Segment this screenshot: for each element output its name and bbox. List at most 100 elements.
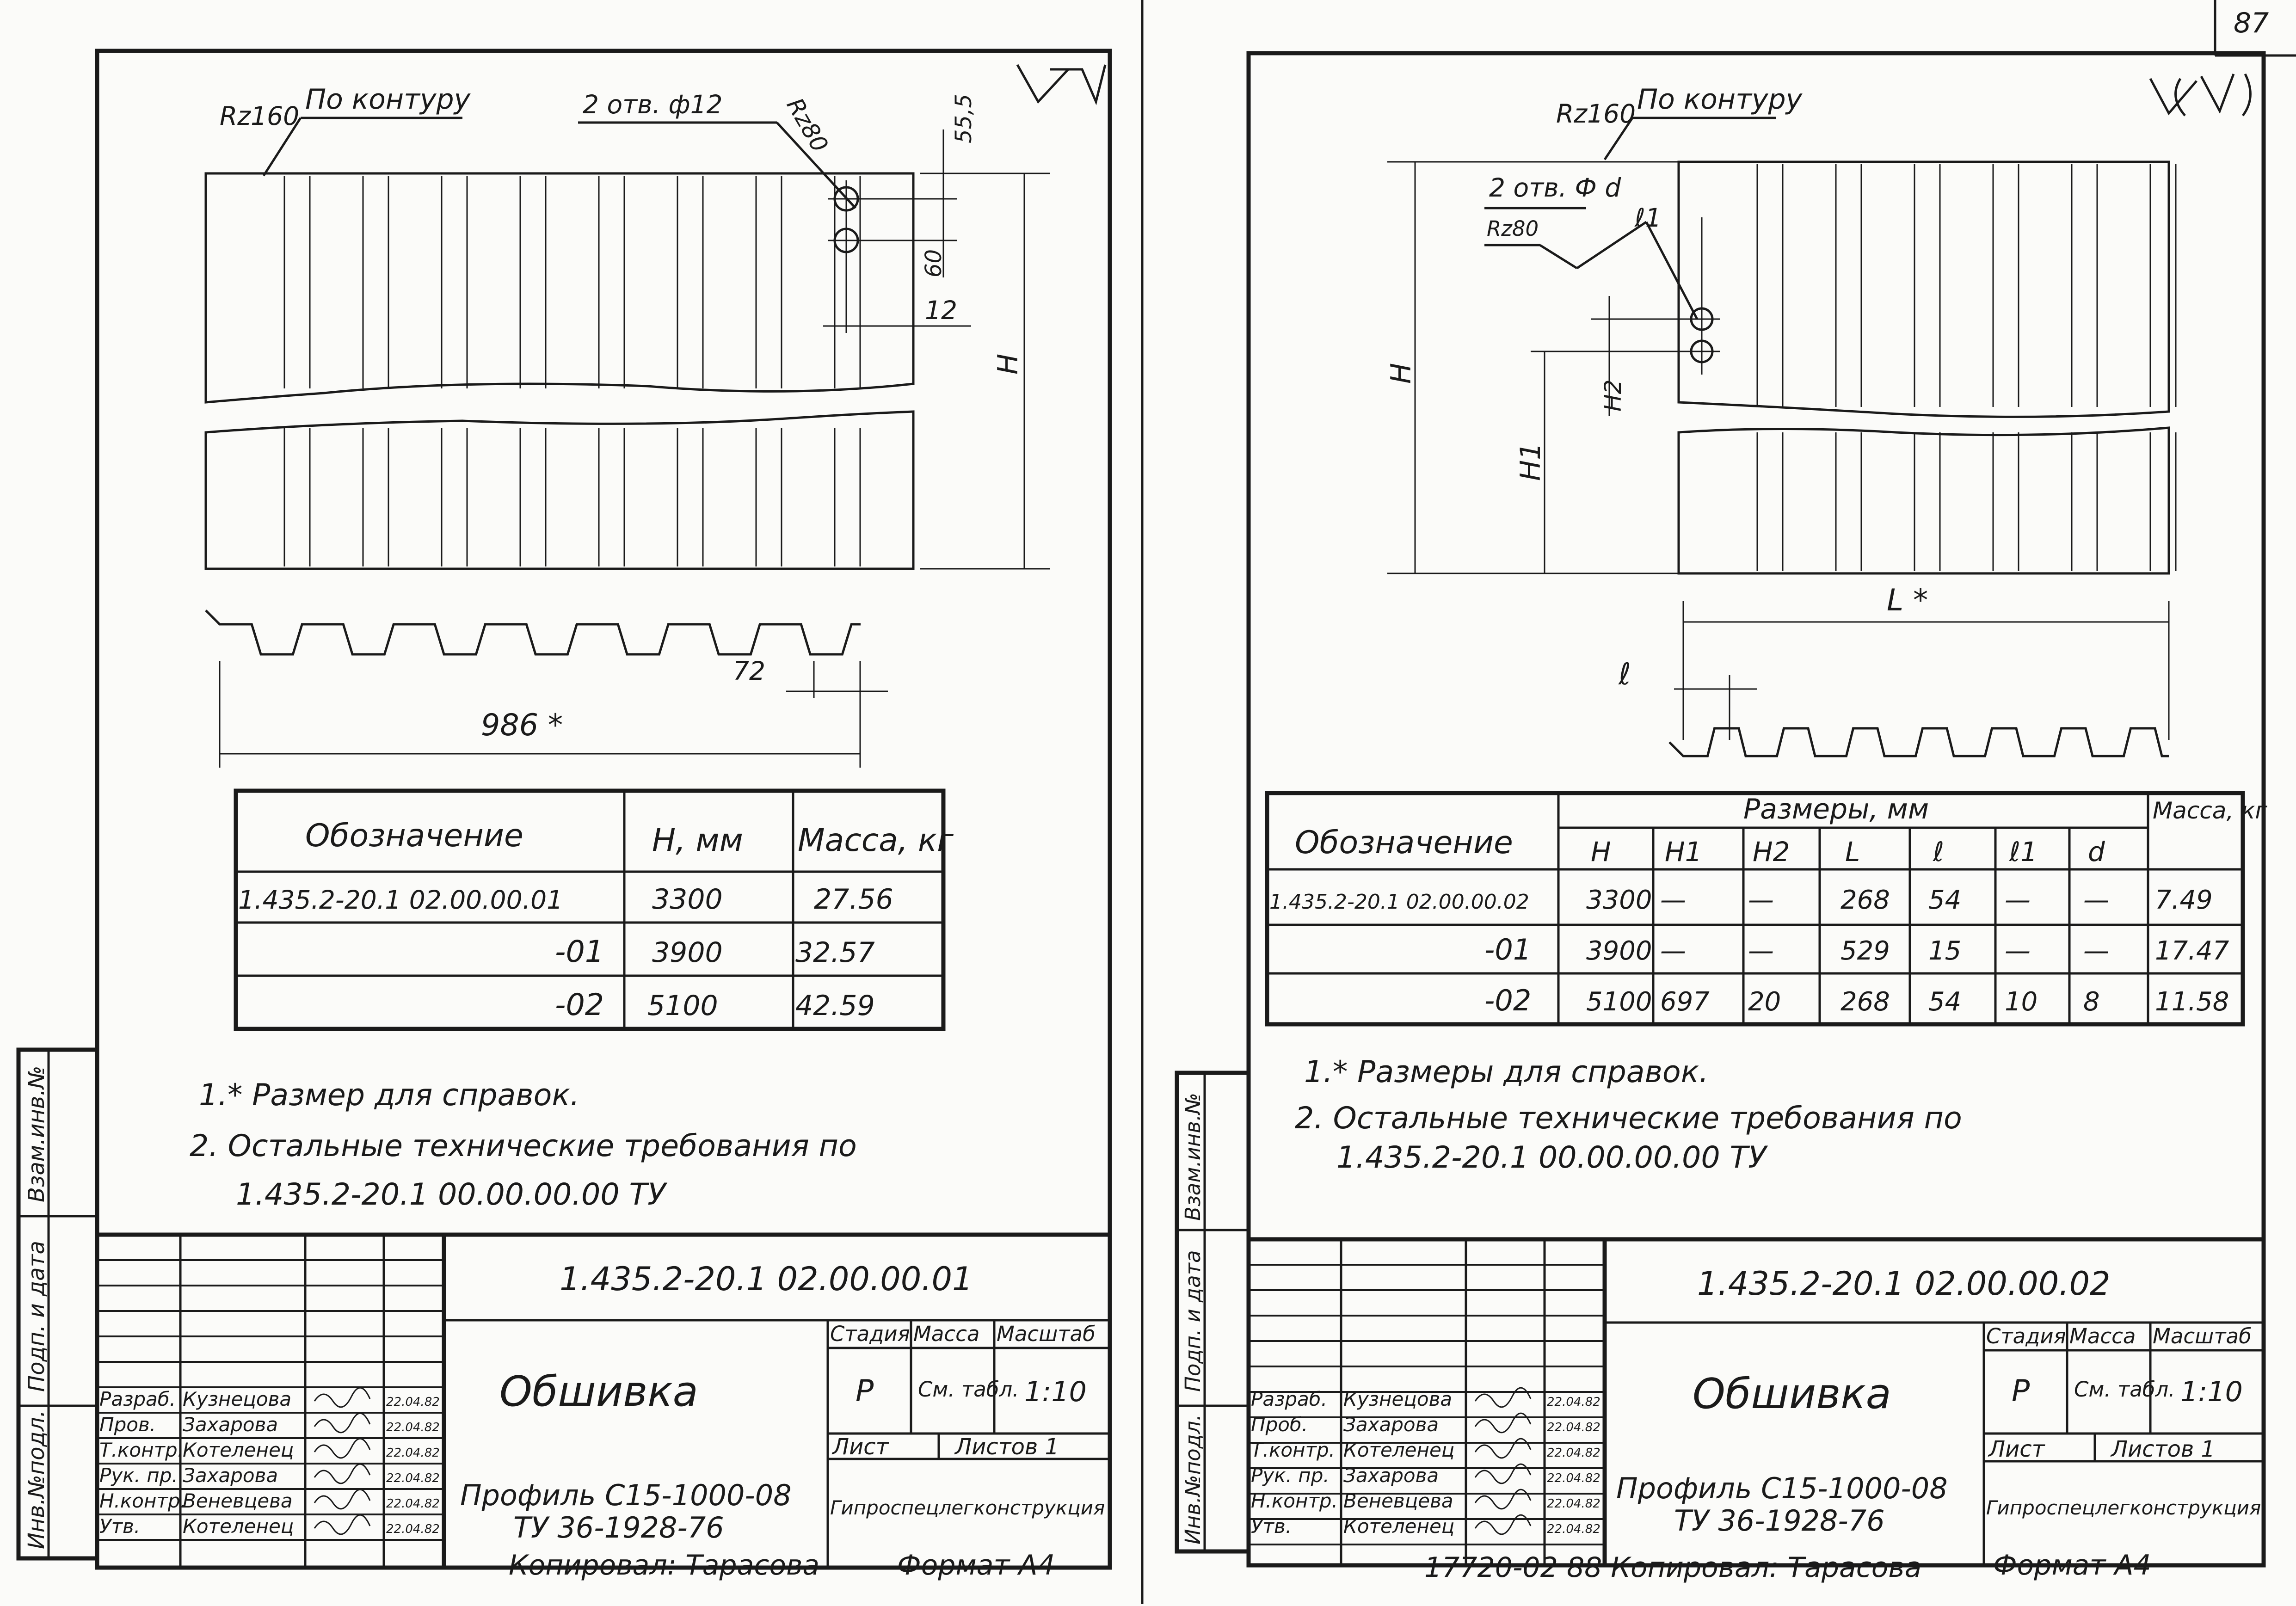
date: 22.04.82 xyxy=(386,1497,440,1511)
holes-note: 2 отв. Ф d xyxy=(1489,173,1621,203)
table-subheader: H2 xyxy=(1753,836,1790,868)
table-cell: — xyxy=(1748,936,1774,966)
dim-l: ℓ xyxy=(1618,657,1631,692)
stamp-title: Обшивка xyxy=(1693,1370,1891,1418)
signature xyxy=(314,1387,371,1408)
sheet-1: Rz160 По контуру 2 отв. ф12 Rz80 55,5 60… xyxy=(16,49,1112,1581)
mass-label: Масса xyxy=(2069,1324,2136,1348)
table-header: Обозначение xyxy=(1295,825,1513,861)
table-frame xyxy=(1265,791,2245,1027)
sheet-label: Лист xyxy=(1988,1436,2046,1462)
note-1: 1.* Размер для справок. xyxy=(199,1078,579,1113)
signature xyxy=(1474,1514,1532,1535)
date: 22.04.82 xyxy=(386,1522,440,1536)
table-cell: 15 xyxy=(1928,936,1961,966)
title-block-rows xyxy=(97,1259,444,1541)
table-subheader: L xyxy=(1845,836,1860,868)
table-cell: 5100 xyxy=(647,990,718,1022)
copied-by: Копировал: Тарасова xyxy=(509,1549,819,1581)
panel-bottom xyxy=(204,410,915,570)
table-group-header: Размеры, мм xyxy=(1743,793,1929,825)
profile-section xyxy=(1668,727,2169,757)
hole-roughness: Rz80 xyxy=(782,93,834,157)
table-cell: 268 xyxy=(1840,885,1890,915)
role: Н.контр. xyxy=(1251,1489,1338,1512)
stamp-subtitle-2: ТУ 36-1928-76 xyxy=(513,1511,724,1544)
side-label: Подп. и дата xyxy=(1181,1250,1205,1392)
mass-table: Обозначение H, мм Масса, кг 1.435.2-20.1… xyxy=(234,788,954,1031)
doc-code: 1.435.2-20.1 02.00.00.01 xyxy=(560,1260,973,1298)
date: 22.04.82 xyxy=(386,1395,440,1409)
panel-outline xyxy=(204,410,915,570)
signature xyxy=(314,1463,371,1484)
note-1: 1.* Размеры для справок. xyxy=(1304,1055,1709,1089)
role: Т.контр. xyxy=(99,1439,184,1461)
table-subheader: H xyxy=(1591,836,1611,868)
holes-note: 2 отв. ф12 xyxy=(583,90,723,119)
date: 22.04.82 xyxy=(1547,1471,1600,1485)
panel-top xyxy=(1677,160,2177,418)
person: Котеленец xyxy=(183,1515,294,1538)
table-cell: — xyxy=(1660,885,1686,915)
role: Пров. xyxy=(99,1413,156,1436)
scale-label: Масштаб xyxy=(997,1322,1096,1346)
table-cell: — xyxy=(1748,885,1774,915)
table-cell: — xyxy=(2005,936,2031,966)
table-frame xyxy=(234,788,946,1031)
signature xyxy=(314,1489,371,1510)
date: 22.04.82 xyxy=(386,1446,440,1460)
hole-roughness: Rz80 xyxy=(1487,216,1539,241)
signature xyxy=(314,1412,371,1434)
table-cell: 17.47 xyxy=(2155,936,2229,966)
table-cell: 3900 xyxy=(1586,936,1652,966)
table-cell: — xyxy=(1660,936,1686,966)
person: Веневцева xyxy=(183,1489,293,1512)
dim-h: H xyxy=(1385,363,1417,384)
copied-by: 17720-02 88 Копировал: Тарасова xyxy=(1424,1551,1922,1584)
table-subheader: ℓ1 xyxy=(2009,836,2037,868)
org-name: Гипроспецлегконструкция xyxy=(1986,1496,2261,1519)
note-2b: 1.435.2-20.1 00.00.00.00 ТУ xyxy=(1336,1140,1768,1175)
table-cell: 42.59 xyxy=(795,990,875,1022)
date: 22.04.82 xyxy=(1547,1497,1600,1511)
stage-value: Р xyxy=(856,1374,874,1409)
format: Формат А4 xyxy=(1993,1549,2151,1581)
side-label: Инв.№подл. xyxy=(1181,1414,1205,1544)
doc-code: 1.435.2-20.1 02.00.00.02 xyxy=(1697,1265,2111,1303)
profile-section xyxy=(205,609,861,656)
panel-outline xyxy=(1677,160,2170,418)
role: Разраб. xyxy=(99,1388,176,1410)
table-cell: — xyxy=(2005,885,2031,915)
roughness-symbol xyxy=(1016,64,1107,105)
person: Кузнецова xyxy=(183,1388,291,1410)
signature xyxy=(314,1438,371,1459)
signature xyxy=(314,1514,371,1535)
role: Утв. xyxy=(1251,1515,1292,1538)
panel-ribs xyxy=(283,176,861,388)
binding-strip xyxy=(16,1047,99,1561)
table-cell: 268 xyxy=(1840,987,1890,1017)
scale-label: Масштаб xyxy=(2153,1324,2252,1348)
stamp-subtitle-1: Профиль С15-1000-08 xyxy=(1616,1471,1948,1505)
table-cell: -02 xyxy=(1484,984,1531,1017)
panel-bottom xyxy=(1677,426,2177,575)
panel-ribs xyxy=(283,428,861,566)
role: Н.контр. xyxy=(99,1489,186,1512)
sheet-2: Rz160 По контуру 2 отв. Ф d Rz80 ℓ1 H2 xyxy=(1175,51,2267,1584)
title-block-rows xyxy=(1249,1264,1605,1545)
person: Захарова xyxy=(183,1464,278,1487)
stage-label: Стадия xyxy=(1986,1324,2066,1348)
stamp-title: Обшивка xyxy=(499,1367,698,1416)
panel-outline xyxy=(204,172,915,404)
roughness-symbol xyxy=(2149,73,2252,117)
table-header: H, мм xyxy=(652,822,743,859)
table-cell: — xyxy=(2083,936,2109,966)
signature-marks xyxy=(1474,1387,1532,1535)
leader-line xyxy=(1603,117,1634,160)
table-cell: 3300 xyxy=(652,883,723,916)
person: Захарова xyxy=(1343,1464,1439,1487)
signature xyxy=(1474,1489,1532,1510)
person: Котеленец xyxy=(1343,1515,1454,1538)
